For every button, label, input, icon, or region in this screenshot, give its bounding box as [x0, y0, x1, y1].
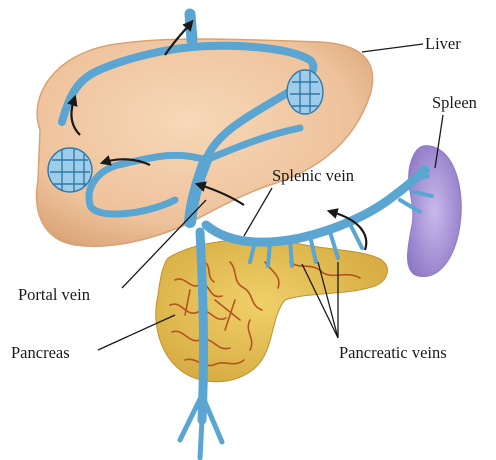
label-splenic-vein: Splenic vein [272, 168, 354, 185]
label-liver: Liver [425, 36, 461, 53]
label-pancreas: Pancreas [11, 345, 70, 362]
leader-liver [362, 44, 423, 52]
liver-organ [37, 39, 373, 246]
label-pancreatic-veins: Pancreatic veins [339, 345, 447, 362]
leader-splenic-vein [244, 188, 272, 236]
label-spleen: Spleen [432, 95, 477, 112]
label-portal-vein: Portal vein [18, 287, 90, 304]
